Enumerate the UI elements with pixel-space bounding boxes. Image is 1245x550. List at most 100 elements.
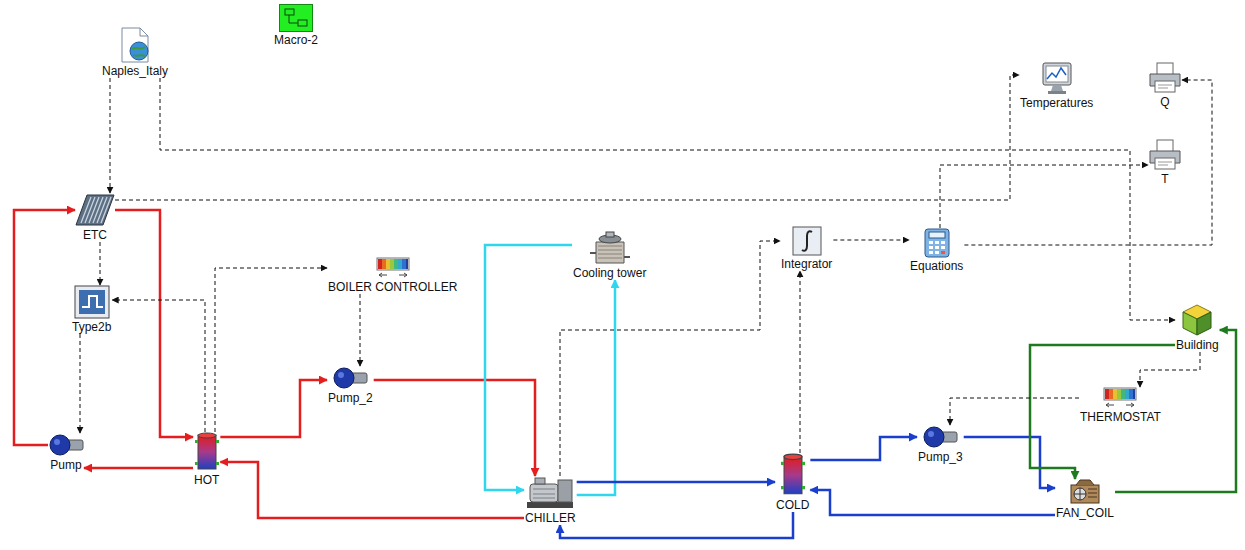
icon-slot <box>48 433 84 457</box>
signal-link <box>160 78 1175 320</box>
icon-slot <box>781 453 805 497</box>
icon-slot <box>1070 479 1100 505</box>
component-node: Naples_Italy <box>101 27 169 78</box>
integrator-icon <box>793 227 821 255</box>
component-label: COLD <box>775 498 810 512</box>
weather-icon <box>122 28 148 62</box>
icon-slot <box>118 27 152 63</box>
component-label: Macro-2 <box>273 33 319 47</box>
pipe-flow <box>14 210 75 445</box>
component-node: Building <box>1175 303 1220 352</box>
signal-link <box>560 241 780 476</box>
pump-icon <box>334 368 367 388</box>
component-node: Cooling tower <box>572 231 647 280</box>
icon-slot <box>195 432 219 472</box>
controller-icon <box>377 258 409 277</box>
pipe-flow <box>485 245 572 490</box>
printer-icon <box>1150 63 1180 92</box>
component-label: Pump <box>49 458 82 472</box>
tank-icon <box>195 433 219 469</box>
component-label: Temperatures <box>1019 96 1094 110</box>
component-node: Equations <box>909 228 964 273</box>
pipe-flow <box>810 437 917 460</box>
icon-slot <box>1148 139 1182 171</box>
calculator-icon <box>925 229 949 257</box>
icon-slot <box>332 366 368 390</box>
component-node: Temperatures <box>1019 61 1094 110</box>
pipe-flow <box>964 437 1055 488</box>
icon-slot <box>922 425 958 449</box>
cooling-tower-icon <box>590 232 630 263</box>
pipe-flow <box>810 490 1055 515</box>
pipe-flow <box>220 462 524 518</box>
icon-slot <box>792 226 822 256</box>
signal-link <box>115 75 1019 200</box>
pump-icon <box>924 427 957 447</box>
icon-slot <box>922 228 952 258</box>
signal-link <box>1140 352 1200 387</box>
plotter-icon <box>1043 63 1071 94</box>
controller-icon <box>1104 388 1136 407</box>
component-label: Pump_2 <box>327 391 374 405</box>
signal-link <box>360 294 361 366</box>
icon-slot <box>376 257 410 279</box>
icon-slot <box>1103 387 1137 409</box>
signal-link <box>940 165 1148 228</box>
component-node: THERMOSTAT <box>1079 387 1162 424</box>
pipe-flow <box>84 467 193 470</box>
pipe-flow <box>1030 345 1175 479</box>
pipe-flow <box>560 512 793 538</box>
component-label: Q <box>1159 95 1170 109</box>
on-off-controller-icon <box>75 286 109 318</box>
component-label: T <box>1160 172 1169 186</box>
tank-icon <box>781 454 805 494</box>
signal-link <box>100 242 101 285</box>
signal-link <box>80 334 81 433</box>
pump-icon <box>50 435 83 455</box>
component-label: THERMOSTAT <box>1079 410 1162 424</box>
pipe-flow <box>115 210 193 437</box>
component-node: Pump_2 <box>327 366 374 405</box>
component-label: CHILLER <box>524 511 577 525</box>
icon-slot <box>1148 62 1182 94</box>
collector-icon <box>76 195 114 225</box>
component-label: Equations <box>909 259 964 273</box>
icon-slot <box>75 193 115 227</box>
component-node: Type2b <box>71 285 112 334</box>
component-node: HOT <box>193 432 220 487</box>
component-node: Integrator <box>780 226 833 271</box>
component-node: Q <box>1148 62 1182 109</box>
pipe-flow <box>374 380 535 476</box>
pipe-flow <box>577 481 775 484</box>
signal-link <box>833 240 909 241</box>
building-icon <box>1183 305 1211 335</box>
signal-link <box>112 300 205 432</box>
pipe-flow <box>577 280 615 495</box>
component-label: Type2b <box>71 320 112 334</box>
icon-slot <box>74 285 110 319</box>
component-node: Pump_3 <box>917 425 964 464</box>
component-node: FAN_COIL <box>1055 479 1115 520</box>
component-node: CHILLER <box>524 476 577 525</box>
signal-link <box>800 271 801 453</box>
signal-link <box>215 268 327 432</box>
signal-link <box>950 398 1079 425</box>
component-node: Pump <box>48 433 84 472</box>
component-label: Building <box>1175 338 1220 352</box>
component-label: FAN_COIL <box>1055 506 1115 520</box>
fan-coil-icon <box>1071 480 1099 503</box>
printer-icon <box>1150 140 1180 169</box>
icon-slot <box>279 4 313 32</box>
icon-slot <box>1040 61 1074 95</box>
macro-icon <box>280 5 313 32</box>
icon-slot <box>525 476 575 510</box>
component-label: Cooling tower <box>572 266 647 280</box>
component-node: BOILER CONTROLLER <box>327 257 458 294</box>
component-label: HOT <box>193 473 220 487</box>
component-label: Pump_3 <box>917 450 964 464</box>
signal-link <box>964 80 1212 245</box>
component-node: COLD <box>775 453 810 512</box>
chiller-icon <box>527 478 573 508</box>
component-label: Integrator <box>780 257 833 271</box>
